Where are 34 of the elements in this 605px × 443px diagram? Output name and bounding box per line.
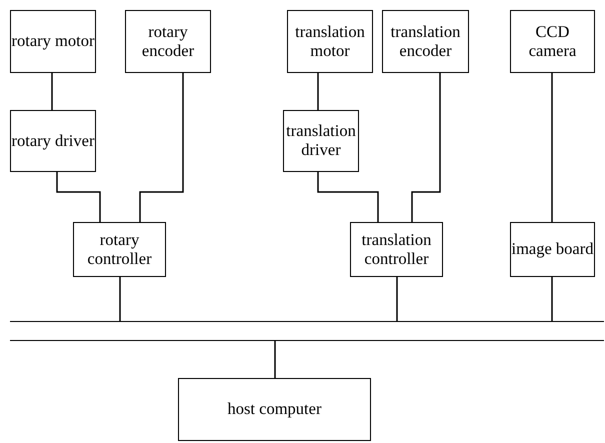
process-box (283, 110, 359, 172)
box-label: translation driver (285, 122, 357, 160)
connector-line (411, 73, 441, 222)
process-box (350, 222, 443, 277)
box-label: rotary controller (86, 230, 153, 268)
process-box (510, 222, 595, 277)
connector-line (396, 277, 398, 321)
connector-line (119, 277, 121, 321)
connector-line (551, 277, 553, 321)
connector-line (56, 172, 101, 222)
process-box (10, 110, 96, 172)
connector-line (551, 73, 553, 222)
box-label: CCD camera (528, 22, 578, 60)
process-box (73, 222, 166, 277)
box-label: image board (511, 240, 594, 259)
box-label: translation motor (294, 22, 366, 60)
box-label: translation encoder (390, 22, 462, 60)
connector-line (51, 73, 53, 110)
box-label: rotary motor (12, 32, 94, 51)
connector-line (317, 73, 319, 110)
process-box (178, 378, 371, 441)
process-box (510, 10, 595, 73)
bus-line (10, 321, 604, 341)
box-label: rotary encoder (140, 22, 196, 60)
process-box (125, 10, 211, 73)
process-box (382, 10, 469, 73)
box-label: translation controller (360, 230, 432, 268)
connector-line (274, 341, 276, 378)
connector-line (317, 172, 379, 222)
connector-line (139, 73, 184, 222)
box-label: rotary driver (12, 132, 94, 150)
process-box (287, 10, 373, 73)
box-label: host computer (228, 400, 322, 419)
process-box (10, 10, 96, 73)
